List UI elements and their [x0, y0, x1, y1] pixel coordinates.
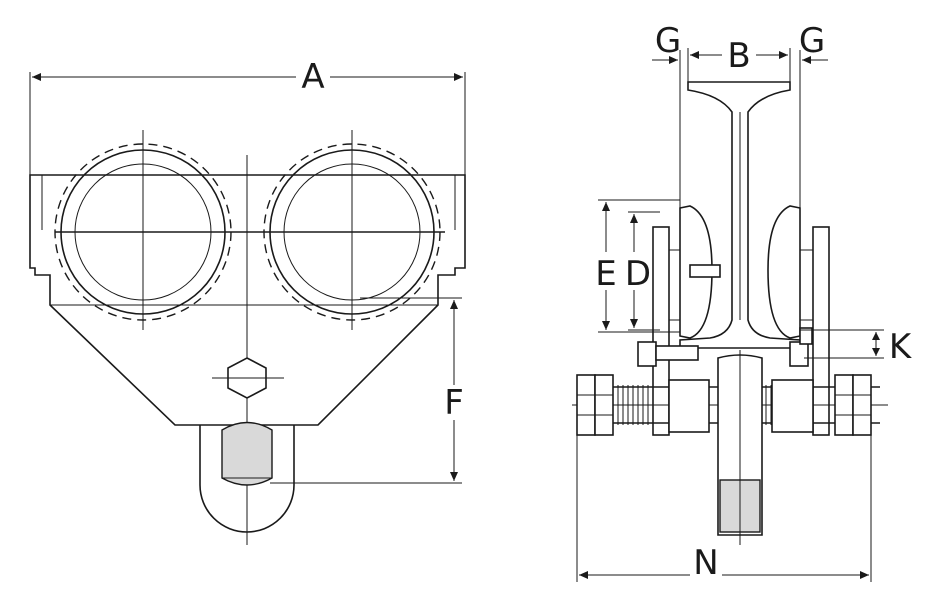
i-beam — [679, 81, 801, 349]
side-wheel-right — [767, 205, 801, 339]
bolt-left — [637, 341, 657, 367]
dim-label-B: B — [727, 36, 750, 76]
dim-label-A: A — [301, 57, 324, 97]
dimension-G-left: G — [652, 21, 681, 210]
wheel-left — [54, 130, 232, 330]
bolt-right-head — [799, 327, 813, 345]
side-plate-right — [812, 226, 830, 436]
dim-label-N: N — [693, 543, 718, 583]
dimension-D: D — [625, 211, 660, 331]
suspension-eye — [199, 421, 295, 533]
dimension-F: F — [270, 297, 464, 484]
dim-label-G-left: G — [655, 21, 681, 61]
dim-label-F: F — [444, 383, 464, 423]
bolt-left-shank — [655, 345, 699, 361]
axle-stub — [689, 264, 721, 278]
bolt-right — [789, 341, 809, 367]
nuts-left — [576, 374, 614, 436]
dimension-A: A — [29, 57, 466, 178]
side-plate-left — [652, 226, 670, 436]
dim-label-D: D — [625, 254, 651, 294]
dimension-G-right: G — [799, 21, 828, 210]
spacer-sleeve-right — [771, 379, 814, 433]
dim-label-G-right: G — [799, 21, 825, 61]
side-view: B G G E D — [572, 21, 913, 583]
front-view: A F — [29, 57, 466, 545]
dim-label-E: E — [595, 254, 616, 294]
dimension-N: N — [576, 435, 872, 583]
dimension-E: E — [595, 199, 680, 333]
dimension-K: K — [800, 327, 913, 367]
nuts-right — [834, 374, 872, 436]
spacer-sleeve-left — [668, 379, 710, 433]
wheel-right — [263, 130, 441, 330]
dimension-B: B — [687, 36, 791, 84]
trolley-body-outline — [29, 174, 466, 426]
dim-label-K: K — [889, 327, 913, 367]
